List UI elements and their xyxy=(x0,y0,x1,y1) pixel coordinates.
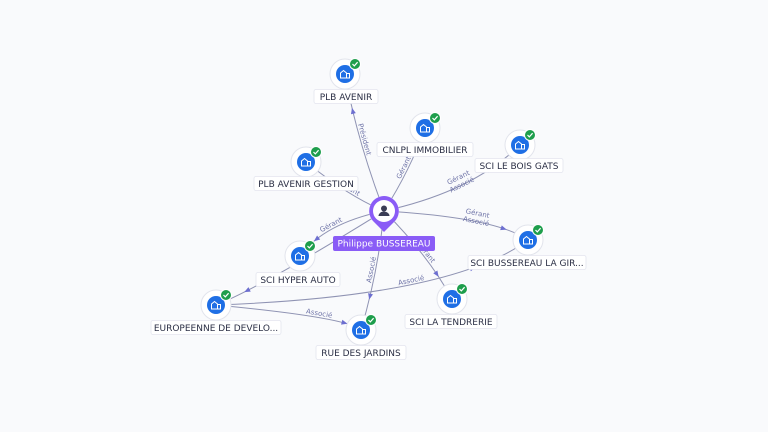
edge-label: Associé xyxy=(397,274,425,287)
company-name-label: CNLPL IMMOBILIER xyxy=(382,146,467,156)
check-badge xyxy=(532,224,544,236)
edge-label: Gérant xyxy=(395,155,413,180)
edge-label: GérantAssocié xyxy=(462,207,491,228)
nodes-layer: PLB AVENIR CNLPL IMMOBILIER SCI LE BOIS GA… xyxy=(150,58,587,360)
check-badge xyxy=(349,58,361,70)
check-badge xyxy=(429,112,441,124)
person-label-bg xyxy=(333,236,435,251)
check-icon xyxy=(313,149,320,155)
company-node[interactable]: PLB AVENIR xyxy=(313,58,379,104)
company-node[interactable]: EUROPEENNE DE DEVELO... xyxy=(150,289,282,335)
company-label-bg xyxy=(474,158,564,173)
check-icon xyxy=(307,243,314,249)
edge-line xyxy=(383,210,529,241)
edge: Gérant xyxy=(383,210,453,300)
edge-line xyxy=(215,239,529,306)
company-label-bg xyxy=(150,320,282,335)
edge-arrow-icon xyxy=(244,287,251,293)
edge-label: Président xyxy=(356,123,373,157)
check-icon xyxy=(223,292,230,298)
edge-line xyxy=(383,144,521,212)
company-name-label: SCI HYPER AUTO xyxy=(260,276,335,286)
company-name-label: EUROPEENNE DE DEVELO... xyxy=(154,324,278,334)
check-badge xyxy=(365,314,377,326)
company-node[interactable]: SCI LA TENDRERIE xyxy=(404,283,498,329)
company-building-icon xyxy=(356,325,366,335)
check-badge xyxy=(456,283,468,295)
check-icon xyxy=(352,61,359,67)
edge-arrow-icon xyxy=(500,225,507,231)
company-node[interactable]: SCI HYPER AUTO xyxy=(255,240,341,287)
check-icon xyxy=(527,132,534,138)
check-icon xyxy=(459,286,466,292)
company-label-bg xyxy=(315,345,407,360)
check-badge xyxy=(524,129,536,141)
company-name-label: SCI BUSSEREAU LA GIR... xyxy=(470,259,583,269)
company-node[interactable]: RUE DES JARDINS xyxy=(315,314,407,360)
company-label-bg xyxy=(376,142,474,157)
company-node[interactable]: SCI LE BOIS GATS xyxy=(474,129,564,173)
company-node[interactable]: SCI BUSSEREAU LA GIR... xyxy=(467,224,587,270)
check-badge xyxy=(310,146,322,158)
person-icon xyxy=(378,205,390,216)
company-name-label: SCI LE BOIS GATS xyxy=(479,162,558,172)
company-name-label: SCI LA TENDRERIE xyxy=(409,318,492,328)
edge-arrow-icon xyxy=(313,235,321,242)
check-icon xyxy=(535,227,542,233)
edge-arrow-icon xyxy=(368,293,373,300)
company-building-icon xyxy=(301,157,311,167)
company-label-bg xyxy=(253,176,359,191)
company-label-bg xyxy=(313,89,379,104)
edge: Associé xyxy=(360,210,385,331)
check-icon xyxy=(432,115,439,121)
check-badge xyxy=(220,289,232,301)
edge-arrow-icon xyxy=(341,319,348,325)
company-name-label: PLB AVENIR GESTION xyxy=(258,180,354,190)
check-icon xyxy=(368,317,375,323)
check-badge xyxy=(304,240,316,252)
company-label-bg xyxy=(467,255,587,270)
company-building-icon xyxy=(515,140,525,150)
company-label-bg xyxy=(404,314,498,329)
edge-arrow-icon xyxy=(433,270,439,277)
person-node[interactable]: Philippe BUSSEREAU xyxy=(333,196,435,251)
edge-line xyxy=(383,210,453,300)
company-building-icon xyxy=(420,123,430,133)
company-building-icon xyxy=(340,69,350,79)
company-name-label: RUE DES JARDINS xyxy=(321,349,401,359)
company-building-icon xyxy=(211,300,221,310)
company-name-label: PLB AVENIR xyxy=(320,93,373,103)
company-node[interactable]: PLB AVENIR GESTION xyxy=(253,146,359,191)
edge: GérantAssocié xyxy=(383,207,529,241)
edge-arrow-icon xyxy=(350,107,356,115)
company-building-icon xyxy=(295,251,305,261)
company-label-bg xyxy=(255,272,341,287)
company-building-icon xyxy=(523,235,533,245)
company-building-icon xyxy=(447,294,457,304)
person-name-label: Philippe BUSSEREAU xyxy=(337,240,430,250)
company-node[interactable]: CNLPL IMMOBILIER xyxy=(376,112,474,157)
edge-label: GérantAssocié xyxy=(445,168,476,194)
